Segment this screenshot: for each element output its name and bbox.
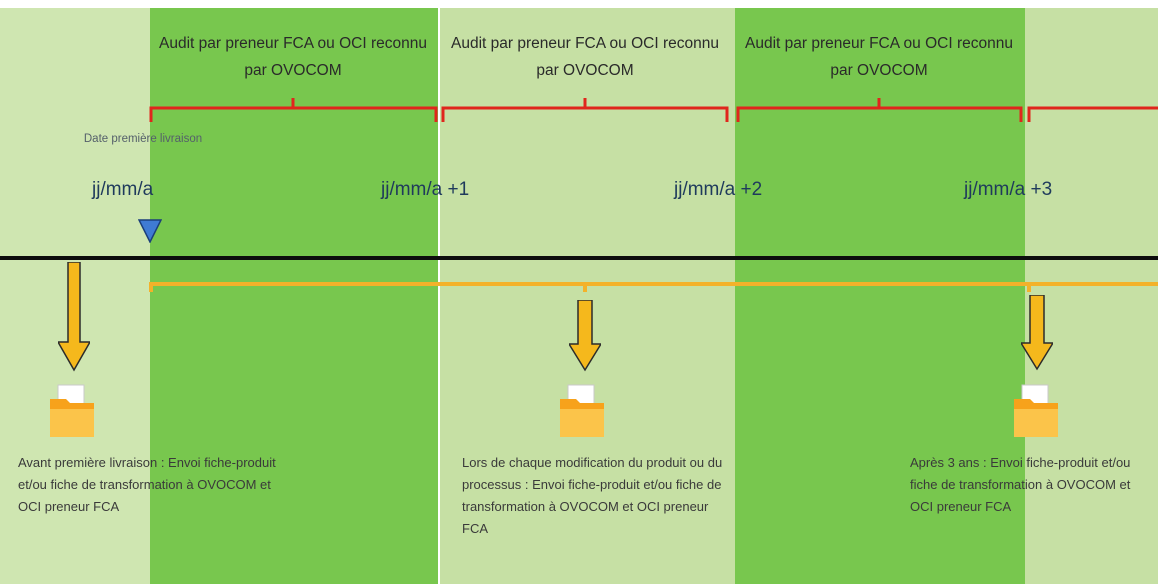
timeline-axis xyxy=(0,256,1158,260)
submission-ticks xyxy=(149,282,1031,292)
first-delivery-label: Date première livraison xyxy=(83,133,203,145)
audit-bracket-2 xyxy=(441,98,729,122)
first-delivery-marker-icon xyxy=(138,219,162,243)
down-arrow-icon xyxy=(1021,295,1053,371)
audit-label-2: Audit par preneur FCA ou OCI reconnu par… xyxy=(451,35,719,79)
audit-label-3: Audit par preneur FCA ou OCI reconnu par… xyxy=(745,35,1013,79)
audit-bracket-4 xyxy=(1027,106,1158,122)
folder-icon xyxy=(1014,384,1058,437)
band-year-2 xyxy=(438,8,440,584)
audit-bracket-3 xyxy=(736,98,1023,122)
band-year-4 xyxy=(1025,8,1158,584)
date-label-3: jj/mm/a +3 xyxy=(964,179,1053,200)
audit-bracket-1 xyxy=(149,98,438,122)
event-note-before-delivery: Avant première livraison : Envoi fiche-p… xyxy=(18,455,276,514)
date-label-1: jj/mm/a +1 xyxy=(381,179,470,200)
submission-line xyxy=(150,282,1158,286)
date-label-0: jj/mm/a xyxy=(92,179,154,200)
folder-icon xyxy=(560,384,604,437)
folder-icon xyxy=(50,384,94,437)
event-note-after-3-years: Après 3 ans : Envoi fiche-produit et/ou … xyxy=(910,455,1131,514)
date-label-2: jj/mm/a +2 xyxy=(674,179,763,200)
band-year-2-fill xyxy=(440,8,735,584)
down-arrow-icon xyxy=(58,262,90,372)
down-arrow-icon xyxy=(569,300,601,372)
event-note-modification: Lors de chaque modification du produit o… xyxy=(462,455,723,536)
audit-label-1: Audit par preneur FCA ou OCI reconnu par… xyxy=(159,35,427,79)
audit-brackets xyxy=(149,98,1158,122)
